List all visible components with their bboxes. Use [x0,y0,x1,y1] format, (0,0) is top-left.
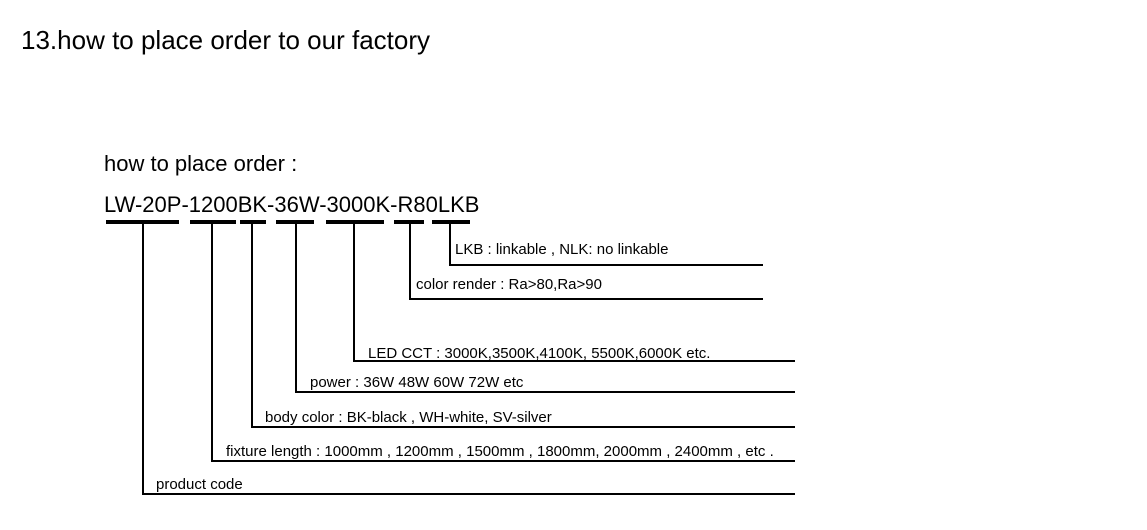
label-lkb: LKB : linkable , NLK: no linkable [455,241,668,258]
label-fixture-length: fixture length : 1000mm , 1200mm , 1500m… [226,443,774,460]
label-color-render: color render : Ra>80,Ra>90 [416,276,602,293]
connector-fixture-length [211,222,795,462]
connector-lines [142,222,795,495]
label-power: power : 36W 48W 60W 72W etc [310,374,524,391]
connector-lkb [449,222,763,266]
connector-color-render [409,222,763,300]
label-product-code: product code [156,476,243,493]
label-led-cct: LED CCT : 3000K,3500K,4100K, 5500K,6000K… [368,345,710,362]
connector-product-code [142,222,795,495]
model-code: LW-20P-1200BK-36W-3000K-R80LKB [104,192,480,217]
label-body-color: body color : BK-black , WH-white, SV-sil… [265,409,552,426]
connector-power [295,222,795,393]
order-subtitle: how to place order : [104,151,298,176]
connector-body-color [251,222,795,428]
page-title: 13.how to place order to our factory [21,25,431,55]
connector-led-cct [353,222,795,362]
